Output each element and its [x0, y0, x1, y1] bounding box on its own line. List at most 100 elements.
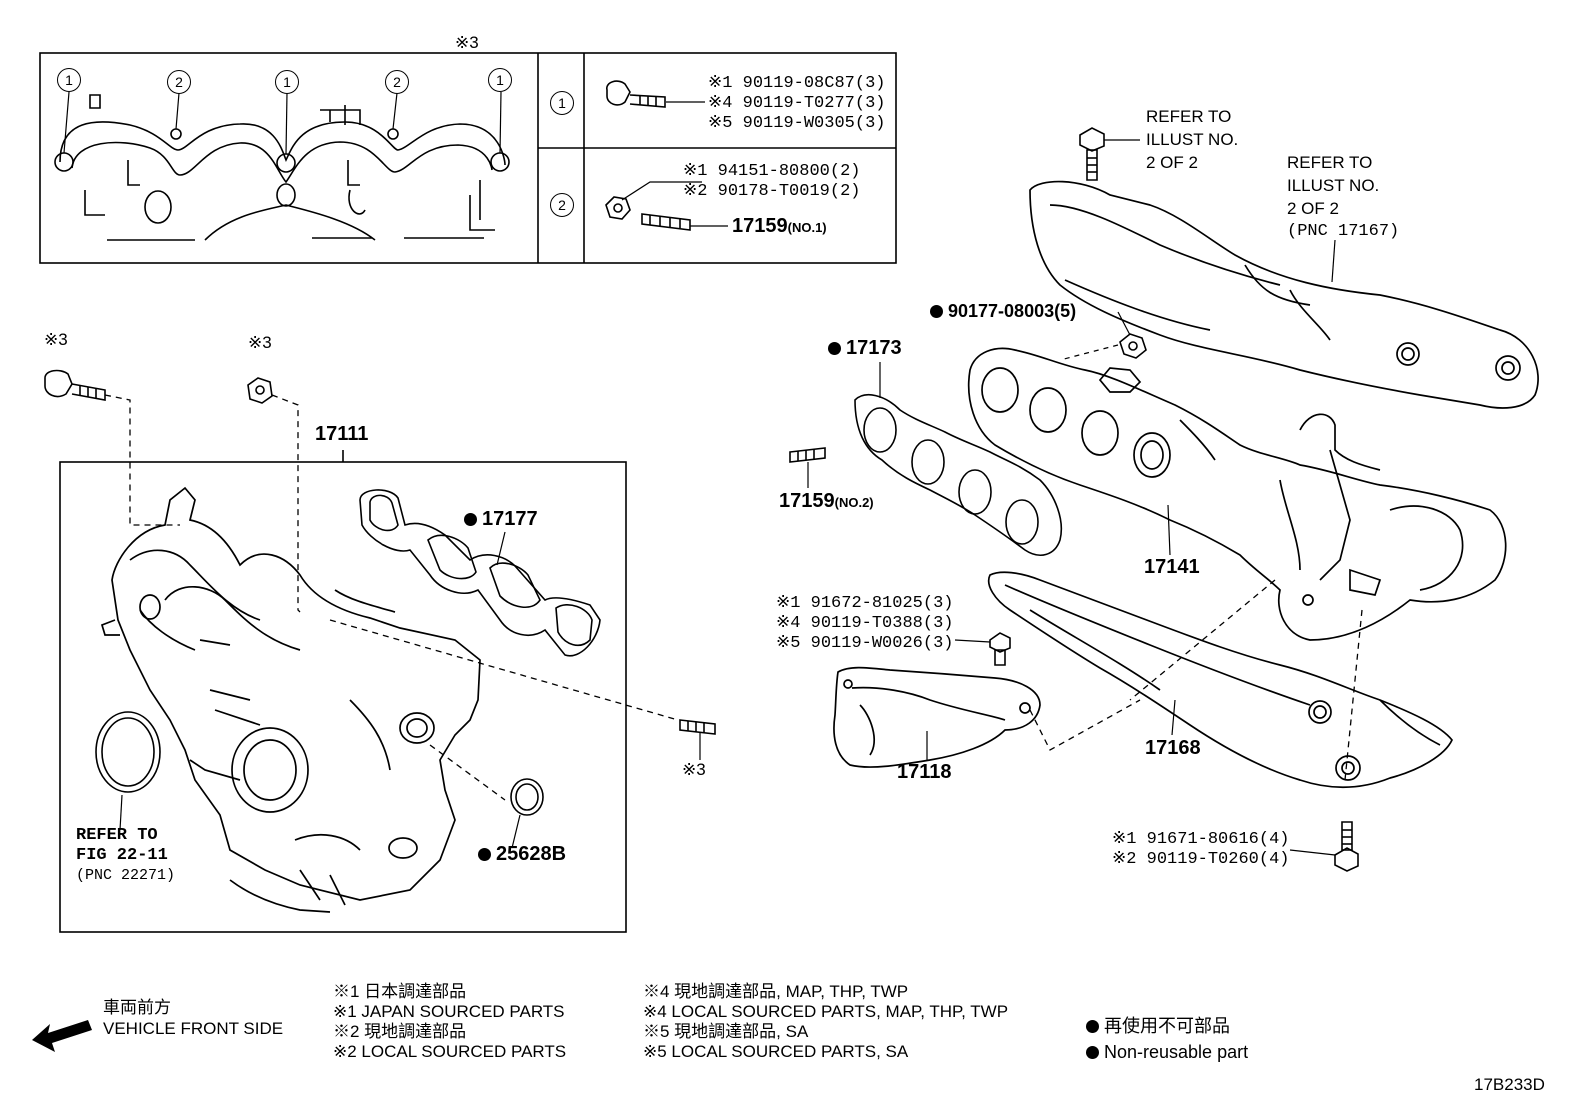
- nonreuse-jp-row: 再使用不可部品: [1086, 1013, 1248, 1039]
- row1-part-3: ※5 90119-W0305(3): [708, 114, 886, 133]
- row2-key: 2: [550, 193, 574, 217]
- upper-heat-insulator-sketch: [1029, 180, 1539, 409]
- bracket-bolt-3: ※5 90119-W0026(3): [776, 634, 954, 653]
- inset-callout-1c: 1: [488, 68, 512, 92]
- stud-no1-pn: 17159: [732, 215, 788, 237]
- figure-code: 17B233D: [1474, 1075, 1545, 1094]
- intake-gasket-pn: 17177: [482, 508, 538, 530]
- top-inset-frame: [39, 52, 897, 264]
- lower-bolt-1: ※1 91671-80616(4): [1112, 830, 1290, 849]
- intake-nut-mark: ※3: [248, 333, 272, 352]
- row2-part-1: ※1 94151-80800(2): [683, 162, 861, 181]
- inset-head-gasket-sketch: [54, 94, 510, 241]
- stud-no2-pn: 17159: [779, 490, 835, 512]
- non-reusable-dot: [828, 342, 841, 355]
- intake-dashed-leaders: [104, 394, 679, 801]
- row2-part-list: ※1 94151-80800(2) ※2 90178-T0019(2): [683, 162, 860, 202]
- lower-insulator-pn: 17168: [1145, 737, 1201, 759]
- nut-sketch: [1059, 311, 1147, 361]
- legend-col1-line1: ※1 日本調達部品: [333, 982, 467, 1001]
- refer-bolt-line1: REFER TO: [1146, 107, 1232, 126]
- non-reusable-dot: [1086, 1046, 1099, 1059]
- nonreuse-en-row: Non-reusable part: [1086, 1039, 1248, 1065]
- intake-stud-mark: ※3: [682, 760, 706, 779]
- legend-col2-line4: ※5 LOCAL SOURCED PARTS, SA: [643, 1042, 909, 1061]
- exhaust-stud-sketch: [789, 447, 826, 488]
- bracket-pn: 17118: [897, 761, 952, 783]
- refer-fig-line3: (PNC 22271): [76, 867, 176, 884]
- nonreuse-jp: 再使用不可部品: [1104, 1016, 1230, 1036]
- front-label-jp: 車両前方: [103, 998, 171, 1017]
- lower-bolt-list: ※1 91671-80616(4) ※2 90119-T0260(4): [1112, 830, 1289, 870]
- exhaust-dashed-leaders: [1029, 579, 1363, 781]
- bracket-bolt-2: ※4 90119-T0388(3): [776, 614, 954, 633]
- refer-ins-line2: ILLUST NO.: [1287, 176, 1380, 195]
- inset-nut-stud-sketch: [605, 181, 728, 231]
- bracket-bolt-sketch: [954, 632, 1011, 666]
- legend-col1-line2: ※1 JAPAN SOURCED PARTS: [333, 1002, 565, 1021]
- non-reusable-dot: [464, 513, 477, 526]
- exhaust-manifold-pn: 17141: [1144, 556, 1200, 578]
- throttle-gasket-pn-label: 25628B: [478, 843, 566, 866]
- row2-part-2: ※2 90178-T0019(2): [683, 182, 861, 201]
- bracket-bolt-list: ※1 91672-81025(3) ※4 90119-T0388(3) ※5 9…: [776, 594, 953, 654]
- legend-col2-line3: ※5 現地調達部品, SA: [643, 1022, 809, 1041]
- intake-frame: [59, 450, 627, 933]
- stud-no1-label: 17159(NO.1): [732, 215, 827, 238]
- lower-bolt-2: ※2 90119-T0260(4): [1112, 850, 1290, 869]
- intake-manifold-sketch: [100, 486, 481, 913]
- inset-callout-2b: 2: [385, 70, 409, 94]
- throttle-gasket-pn: 25628B: [496, 843, 567, 865]
- non-reusable-dot: [930, 305, 943, 318]
- intake-bolt-sketch: [44, 369, 106, 401]
- nut-pn-label: 90177-08003(5): [930, 301, 1076, 322]
- inset-callout-1b: 1: [275, 70, 299, 94]
- legend-sourcing-col2: ※4 現地調達部品, MAP, THP, TWP ※4 LOCAL SOURCE…: [643, 982, 1008, 1062]
- refer-bolt-line3: 2 OF 2: [1146, 153, 1198, 172]
- refer-ins-line4: (PNC 17167): [1287, 222, 1400, 241]
- row1-part-list: ※1 90119-08C87(3) ※4 90119-T0277(3) ※5 9…: [708, 74, 885, 134]
- nut-pn: 90177-08003(5): [948, 301, 1077, 321]
- intake-manifold-pn: 17111: [315, 423, 369, 445]
- lower-heat-insulator-sketch: [987, 571, 1453, 789]
- intake-stud-sketch: [679, 719, 716, 760]
- exhaust-gasket-pn-label: 17173: [828, 337, 902, 360]
- legend-non-reusable: 再使用不可部品 Non-reusable part: [1086, 1013, 1248, 1065]
- refer-bolt-line2: ILLUST NO.: [1146, 130, 1239, 149]
- refer-fig-line2: FIG 22-11: [76, 846, 168, 865]
- legend-col1-line4: ※2 LOCAL SOURCED PARTS: [333, 1042, 567, 1061]
- stud-no1-suffix: (NO.1): [787, 220, 827, 235]
- refer-illust-bolt-note: REFER TO ILLUST NO. 2 OF 2: [1146, 105, 1238, 174]
- bracket-bolt-1: ※1 91672-81025(3): [776, 594, 954, 613]
- refer-ins-line3: 2 OF 2: [1287, 199, 1339, 218]
- bracket-sketch: [833, 666, 1041, 768]
- legend-col1-line3: ※2 現地調達部品: [333, 1022, 467, 1041]
- vehicle-front-legend: 車両前方 VEHICLE FRONT SIDE: [103, 997, 283, 1039]
- legend-col2-line2: ※4 LOCAL SOURCED PARTS, MAP, THP, TWP: [643, 1002, 1009, 1021]
- exhaust-manifold-sketch: [967, 347, 1507, 641]
- inset-callout-1a: 1: [57, 68, 81, 92]
- refer-ins-line1: REFER TO: [1287, 153, 1373, 172]
- exhaust-gasket-sketch: [854, 362, 1063, 556]
- row1-part-2: ※4 90119-T0277(3): [708, 94, 886, 113]
- legend-sourcing-col1: ※1 日本調達部品 ※1 JAPAN SOURCED PARTS ※2 現地調達…: [333, 982, 566, 1062]
- inset-bolt-sketch: [606, 80, 705, 108]
- intake-gasket-sketch: [359, 489, 601, 657]
- intake-bolt-mark: ※3: [44, 330, 68, 349]
- intake-nut-sketch: [247, 377, 273, 404]
- upper-bolt-sketch: [1079, 127, 1140, 181]
- non-reusable-dot: [478, 848, 491, 861]
- nonreuse-en: Non-reusable part: [1104, 1042, 1249, 1062]
- inset-callout-2a: 2: [167, 70, 191, 94]
- throttle-gasket-sketch: [95, 711, 544, 849]
- exhaust-gasket-pn: 17173: [846, 337, 902, 359]
- inset-header-mark: ※3: [455, 33, 479, 52]
- intake-gasket-pn-label: 17177: [464, 508, 538, 531]
- refer-illust-insulator-note: REFER TO ILLUST NO. 2 OF 2 (PNC 17167): [1287, 151, 1399, 243]
- inset-leader-lines: [63, 91, 502, 155]
- front-arrow-icon: [32, 1020, 92, 1052]
- front-label-en: VEHICLE FRONT SIDE: [103, 1019, 284, 1038]
- legend-col2-line1: ※4 現地調達部品, MAP, THP, TWP: [643, 982, 909, 1001]
- refer-fig-line1: REFER TO: [76, 826, 158, 845]
